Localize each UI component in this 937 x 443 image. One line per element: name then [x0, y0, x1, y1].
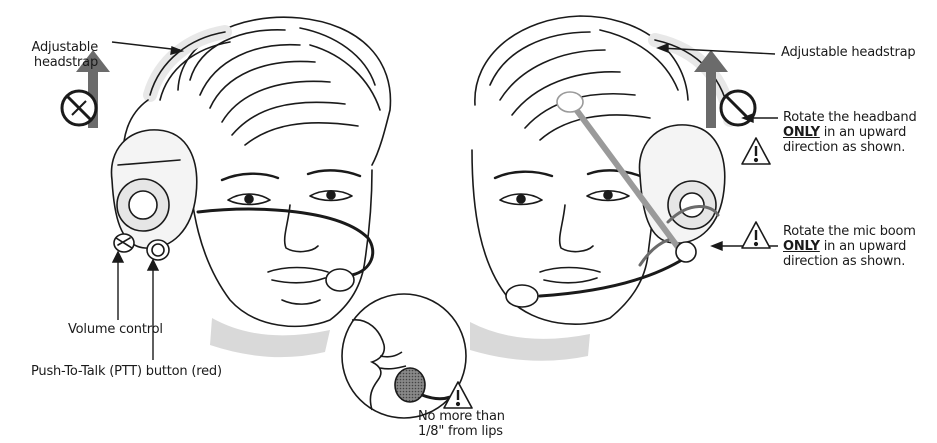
warning-triangle-icon — [742, 222, 770, 248]
right-head-illustration — [470, 16, 730, 361]
adjustable-line2: headstrap — [4, 55, 98, 70]
mouth-inset — [342, 294, 466, 418]
rotate-headband-line2-rest: in an upward — [820, 125, 906, 140]
rotate-micboom-line1: Rotate the mic boom — [783, 224, 916, 239]
rotate-micboom-line3: direction as shown. — [783, 254, 916, 269]
rotate-headband-note: Rotate the headband ONLY in an upward di… — [783, 110, 917, 155]
adjustable-line1: Adjustable — [4, 40, 98, 55]
only-emphasis: ONLY — [783, 239, 820, 254]
rotate-headband-line1: Rotate the headband — [783, 110, 917, 125]
prohibited-rotation-icon — [62, 91, 96, 125]
rotate-micboom-note: Rotate the mic boom ONLY in an upward di… — [783, 224, 916, 269]
ptt-button-label: Push-To-Talk (PTT) button (red) — [31, 364, 222, 379]
rotate-headband-line2: ONLY in an upward — [783, 125, 917, 140]
mic-distance-line1: No more than — [418, 409, 502, 424]
adjustable-headstrap-label-left: Adjustable headstrap — [4, 40, 98, 70]
mic-distance-note: No more than 1/8" from lips — [418, 409, 502, 439]
rotate-micboom-line2-rest: in an upward — [820, 239, 906, 254]
adjustable-headstrap-label-right: Adjustable headstrap — [781, 45, 916, 60]
only-emphasis: ONLY — [783, 125, 820, 140]
mic-distance-line2: 1/8" from lips — [418, 424, 502, 439]
volume-control-label: Volume control — [68, 322, 163, 337]
rotate-headband-line3: direction as shown. — [783, 140, 917, 155]
rotate-micboom-line2: ONLY in an upward — [783, 239, 916, 254]
warning-triangle-icon — [742, 138, 770, 164]
